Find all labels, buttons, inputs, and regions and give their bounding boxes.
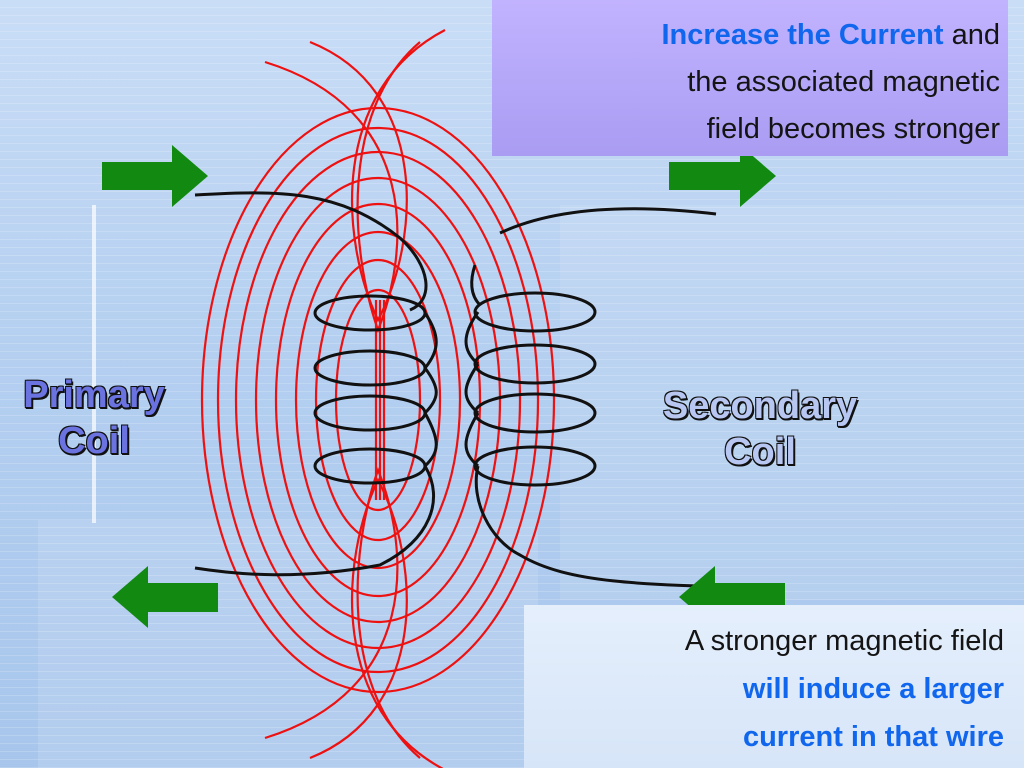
secondary-coil-label: Secondary Coil bbox=[640, 383, 880, 475]
callout-top-line3: field becomes stronger bbox=[706, 113, 1000, 145]
secondary-coil-wire bbox=[464, 207, 786, 590]
secondary-coil-line1: Secondary bbox=[662, 385, 858, 427]
callout-top-rest: and bbox=[943, 19, 1000, 51]
callout-top: Increase the Current and the associated … bbox=[492, 0, 1008, 156]
callout-top-line1: Increase the Current and bbox=[492, 12, 1001, 59]
field-line-open bbox=[309, 29, 446, 323]
decorative-panel bbox=[560, 205, 1024, 600]
magnetic-field-lines bbox=[200, 29, 556, 768]
field-line-open bbox=[309, 477, 444, 768]
callout-bottom-line3: current in that wire bbox=[742, 721, 1004, 753]
arrow-right-icon bbox=[102, 145, 208, 207]
field-loop bbox=[216, 126, 540, 674]
primary-coil-line1: Primary bbox=[23, 374, 165, 416]
callout-bottom-line2: will induce a larger bbox=[742, 673, 1004, 705]
primary-coil-line2: Coil bbox=[58, 420, 130, 462]
secondary-coil-loop bbox=[473, 343, 597, 385]
primary-coil-loop bbox=[313, 394, 427, 432]
secondary-coil-loop bbox=[473, 445, 597, 487]
secondary-coil-loop bbox=[473, 392, 597, 434]
decorative-panel bbox=[38, 520, 538, 768]
primary-coil-loop bbox=[313, 447, 427, 485]
primary-coil-wire bbox=[194, 191, 438, 577]
primary-coil-loop bbox=[313, 349, 427, 387]
field-loop bbox=[314, 258, 442, 542]
callout-top-line2: the associated magnetic bbox=[687, 66, 1000, 98]
primary-coil-label: Primary Coil bbox=[2, 372, 186, 464]
callout-highlight: Increase the Current bbox=[661, 19, 944, 51]
field-line-open bbox=[264, 466, 421, 759]
field-loop bbox=[294, 230, 462, 570]
callout-bottom: A stronger magnetic field will induce a … bbox=[524, 605, 1024, 768]
field-loop bbox=[274, 202, 482, 598]
arrow-left-icon bbox=[112, 566, 218, 628]
field-loop bbox=[234, 150, 522, 650]
arrow-right-icon bbox=[669, 145, 776, 207]
secondary-coil-line2: Coil bbox=[724, 431, 796, 473]
callout-bottom-line1: A stronger magnetic field bbox=[684, 625, 1004, 657]
field-loop bbox=[254, 176, 502, 624]
decorative-bar bbox=[92, 205, 96, 523]
secondary-coil-loop bbox=[473, 291, 597, 333]
field-loop bbox=[200, 106, 556, 694]
